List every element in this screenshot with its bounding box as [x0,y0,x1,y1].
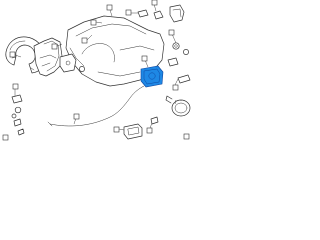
opener-lever-assembly[interactable] [123,116,159,140]
callout-box [2,134,9,141]
lid-opener-cable[interactable] [47,85,145,127]
small-brackets-and-clips[interactable] [11,4,191,136]
callout-box [125,9,132,16]
callout-box [151,0,158,6]
quarter-panel[interactable] [65,15,165,87]
callout-box [183,133,190,140]
callout-box [168,29,175,36]
callout-box [73,113,80,120]
callout-box [106,4,113,11]
callout-box [81,37,88,44]
callout-box [90,19,97,26]
callout-box [113,126,120,133]
callout-boxes [2,0,190,141]
parts-diagram [2,0,191,141]
callout-box [12,83,19,90]
callout-box [141,55,148,62]
callout-box [172,84,179,91]
callout-box [146,127,153,134]
callout-box [9,51,16,58]
fuel-filler-lid-housing[interactable] [140,65,164,88]
callout-box [51,43,58,50]
fuel-filler-lid[interactable] [165,95,191,117]
rear-wheel-housing-inner[interactable] [33,37,63,77]
